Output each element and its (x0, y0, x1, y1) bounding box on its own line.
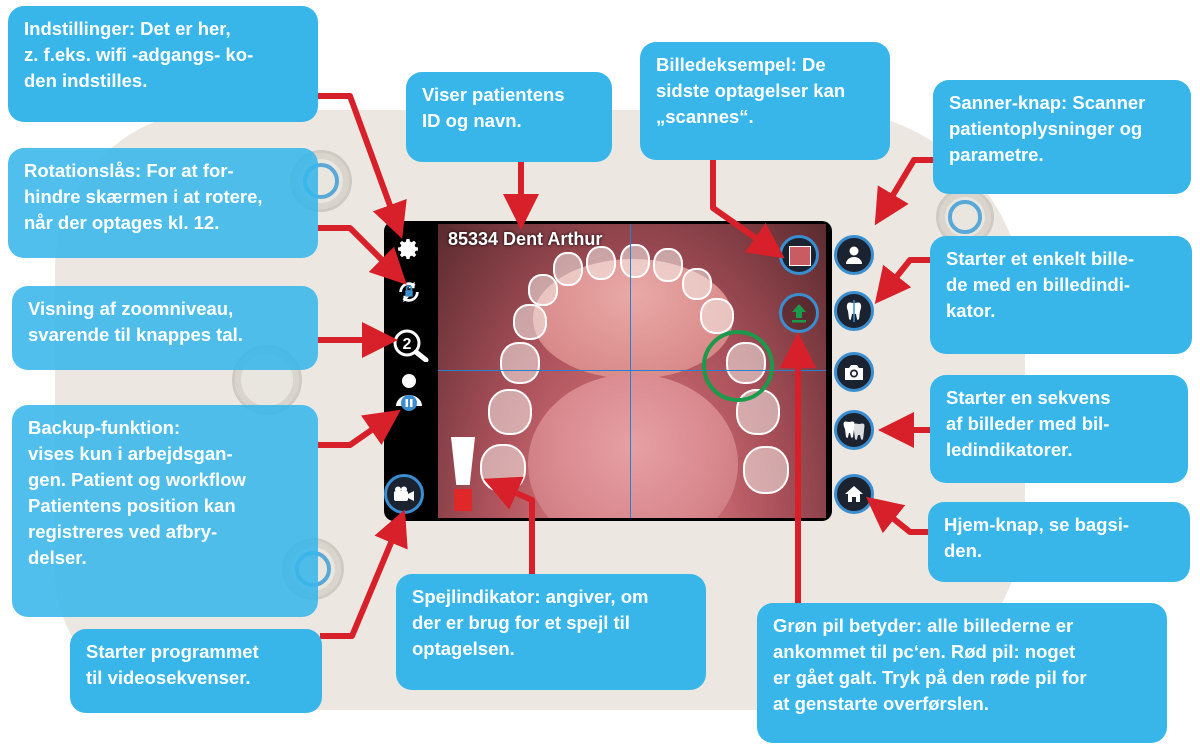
callout-line: er gået galt. Tryk på den røde pil for (773, 667, 1087, 688)
callout-line: z. f.eks. wifi -adgangs- ko- (24, 44, 254, 65)
callout-line: af billeder med bil- (946, 413, 1110, 434)
tooth-outline (488, 389, 532, 435)
callout-mirror-indicator: Spejlindikator: angiver, om der er brug … (396, 574, 706, 690)
tongue-area (528, 374, 738, 518)
tooth-outline (620, 244, 650, 278)
tooth-sequence-icon (843, 421, 865, 440)
callout-line: ID og navn. (422, 110, 522, 131)
callout-line: vises kun i arbejdsgan- (28, 443, 233, 464)
arrow-mirror (483, 476, 535, 580)
photo-button[interactable] (834, 352, 874, 392)
callout-single-image: Starter et enkelt bille- de med en bille… (930, 236, 1192, 354)
arrow-single (874, 257, 930, 305)
tooth-outline (500, 342, 540, 384)
callout-line: Indstillinger: Det er her, (24, 18, 231, 39)
callout-line: Billedeksempel: De (656, 54, 826, 75)
backup-user-icon[interactable] (392, 372, 426, 412)
callout-line: Spejlindikator: angiver, om (412, 586, 649, 607)
callout-image-sequence: Starter en sekvens af billeder med bil- … (930, 375, 1188, 483)
crosshair-horizontal (438, 370, 826, 371)
arrow-backup (318, 409, 401, 448)
upload-arrow-icon[interactable] (779, 293, 819, 333)
patient-scan-button[interactable] (834, 235, 874, 275)
callout-line: Starter en sekvens (946, 387, 1111, 408)
callout-scanner: Sanner-knap: Scanner patientoplysninger … (933, 80, 1191, 194)
callout-line: patientoplysninger og (949, 118, 1143, 139)
arrow-rotation (318, 225, 407, 285)
callout-line: når der optages kl. 12. (24, 212, 220, 233)
callout-line: kator. (946, 300, 996, 321)
callout-line: Starter et enkelt bille- (946, 248, 1135, 269)
callout-line: delser. (28, 547, 87, 568)
callout-line: den. (944, 540, 983, 561)
callout-line: at genstarte overførslen. (773, 693, 989, 714)
callout-line: til videosekvenser. (86, 667, 251, 688)
callout-backup: Backup-funktion: vises kun i arbejdsgan-… (12, 405, 318, 617)
patient-id-label: 85334 Dent Arthur (448, 229, 603, 249)
callout-line: parametre. (949, 144, 1044, 165)
video-camera-button[interactable] (384, 474, 424, 514)
tooth-outline (553, 252, 583, 286)
callout-line: Rotationslås: For at for- (24, 160, 234, 181)
patient-scan-icon (846, 246, 862, 264)
callout-patient-id: Viser patientens ID og navn. (406, 72, 612, 162)
callout-line: Backup-funktion: (28, 417, 181, 438)
arrow-settings (318, 93, 407, 239)
callout-line: ledindikatorer. (946, 439, 1073, 460)
intraoral-photo (438, 224, 826, 518)
callout-rotation-lock: Rotationslås: For at for- hindre skærmen… (8, 148, 318, 258)
callout-line: optagelsen. (412, 638, 515, 659)
callout-line: den indstilles. (24, 70, 148, 91)
callout-zoom-level: Visning af zoomniveau, svarende til knap… (12, 286, 318, 370)
tooth-outline (743, 446, 789, 494)
callout-line: ankommet til pc‘en. Rød pil: noget (773, 641, 1076, 662)
callout-line: svarende til knappes tal. (28, 324, 243, 345)
tooth-outline (513, 304, 547, 340)
callout-video: Starter programmet til videosekvenser. (70, 629, 322, 713)
callout-line: registreres ved afbry- (28, 521, 218, 542)
callout-settings: Indstillinger: Det er her, z. f.eks. wif… (8, 6, 318, 122)
callout-home: Hjem-knap, se bagsi- den. (928, 502, 1190, 582)
callout-line: Starter programmet (86, 641, 259, 662)
home-icon (845, 486, 863, 502)
arrow-home (865, 496, 928, 535)
callout-line: Patientens position kan (28, 495, 236, 516)
image-sequence-button[interactable] (834, 410, 874, 450)
callout-line: hindre skærmen i at rotere, (24, 186, 263, 207)
callout-image-preview: Billedeksempel: De sidste optagelser kan… (640, 42, 890, 160)
callout-line: Hjem-knap, se bagsi- (944, 514, 1130, 535)
arrow-scanner (874, 157, 933, 226)
callout-line: Viser patientens (422, 84, 565, 105)
callout-transfer-arrow: Grøn pil betyder: alle billederne er ank… (757, 603, 1167, 743)
callout-line: „scannes“. (656, 106, 754, 127)
callout-line: Grøn pil betyder: alle billederne er (773, 615, 1074, 636)
video-camera-icon (394, 486, 414, 501)
crosshair-vertical (630, 224, 631, 518)
arrow-video (320, 509, 408, 639)
tooth-outline (682, 268, 712, 300)
tooth-outline (653, 248, 683, 282)
single-image-button[interactable] (834, 291, 874, 331)
callout-line: gen. Patient og workflow (28, 469, 246, 490)
callout-line: de med en billedindi- (946, 274, 1130, 295)
tooth-outline (528, 274, 558, 306)
image-indicator-circle (702, 330, 774, 402)
callout-line: Visning af zoomniveau, (28, 298, 234, 319)
tooth-outline (700, 298, 734, 334)
callout-line: der er brug for et spejl til (412, 612, 630, 633)
tooth-outline (586, 246, 616, 280)
tooth-single-icon (846, 300, 862, 322)
camera-icon (845, 365, 863, 380)
arrow-preview (710, 152, 785, 259)
mirror-indicator (451, 437, 475, 513)
callout-line: sidste optagelser kan (656, 80, 846, 101)
callout-line: Sanner-knap: Scanner (949, 92, 1146, 113)
zoom-value: 2 (403, 336, 412, 353)
